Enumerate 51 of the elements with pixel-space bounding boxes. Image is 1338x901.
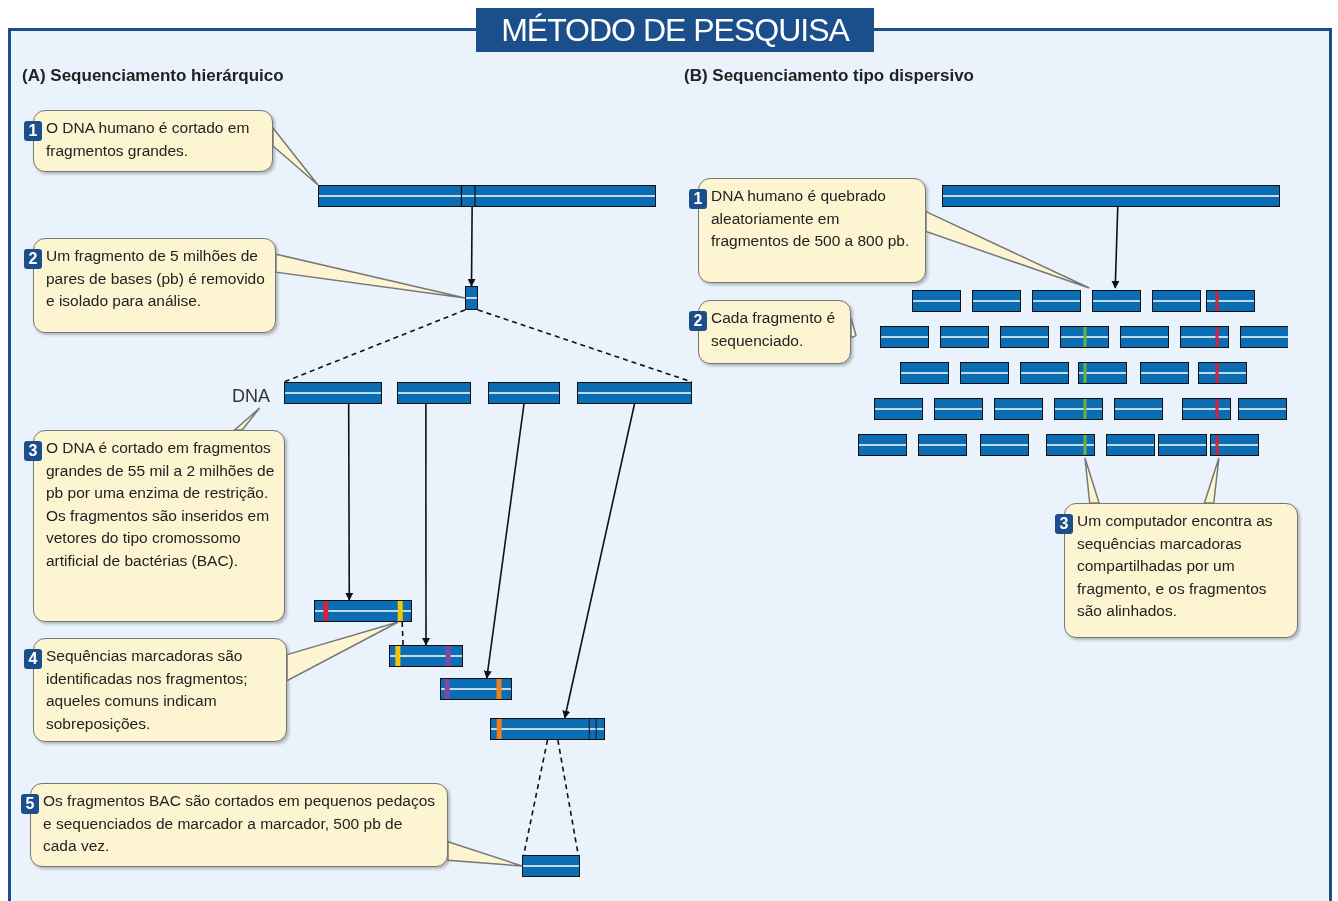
callout-text: Os fragmentos BAC são cortados em pequenos pedaços e sequenciados de marcador a marcador, 500 pb de cada vez. [43,791,437,856]
title-banner: MÉTODO DE PESQUISA [476,8,874,52]
step-number: 1 [689,189,707,209]
callout-text: DNA humano é quebrado aleatoriamente em fragmentos de 500 a 800 pb. [711,186,911,251]
dna-fragment [488,382,560,404]
dna-fragment [389,645,463,667]
dna-fragment [522,855,580,877]
step-number: 3 [1055,514,1073,534]
dna-fragment [314,600,412,622]
callout-pointer [1084,457,1101,504]
connector-line [401,621,404,646]
fragments-drawing [856,288,1288,458]
callout-text: O DNA é cortado em fragmentos grandes de 55 mil a 2 milhões de pb por uma enzima de restrição. Os fragmentos são inseridos em vetores do tipo cromossomo artificial de bactérias (BAC). [46,438,276,571]
panel-heading: (B) Sequenciamento tipo dispersivo [684,66,974,86]
dna-fragment [318,185,656,207]
arrow [1111,206,1120,289]
panel-heading: (A) Sequenciamento hierárquico [22,66,284,86]
callout-text: Um fragmento de 5 milhões de pares de bases (pb) é removido e isolado para análise. [46,246,266,311]
callout-text: Cada fragmento é sequenciado. [711,308,837,351]
arrow [345,403,354,601]
callout-pointer [232,407,261,431]
dna-fragment [440,678,512,700]
dna-fragment [397,382,471,404]
dna-fragment [490,718,605,740]
step-number: 5 [21,794,39,814]
dna-label: DNA [232,386,270,407]
step-number: 3 [24,441,42,461]
callout-text: Um computador encontra as sequências marcadoras compartilhadas por um fragmento, e os fragmentos são alinhados. [1077,511,1274,621]
step-number: 2 [689,311,707,331]
arrow [483,403,525,679]
arrow [422,403,430,646]
dna-fragment [577,382,692,404]
arrow [467,206,476,287]
callout-pointer [850,317,857,339]
step-number: 2 [24,249,42,269]
connector-line [283,309,466,383]
callout-text: O DNA humano é cortado em fragmentos grandes. [46,118,251,161]
callout-pointer [1203,457,1220,504]
dna-fragment [465,286,478,310]
dna-fragment [942,185,1280,207]
arrow [562,403,636,719]
callout-text: Sequências marcadoras são identificadas nos fragmentos; aqueles comuns indicam sobreposições. [46,646,249,734]
dna-fragment [284,382,382,404]
callout-pointer [286,621,400,682]
callout-pointer [925,210,1091,289]
callout-pointer [275,253,466,299]
step-number: 1 [24,121,42,141]
callout-pointer [447,840,523,867]
connector-line [477,309,693,383]
callout-pointer [272,125,319,186]
step-number: 4 [24,649,42,669]
